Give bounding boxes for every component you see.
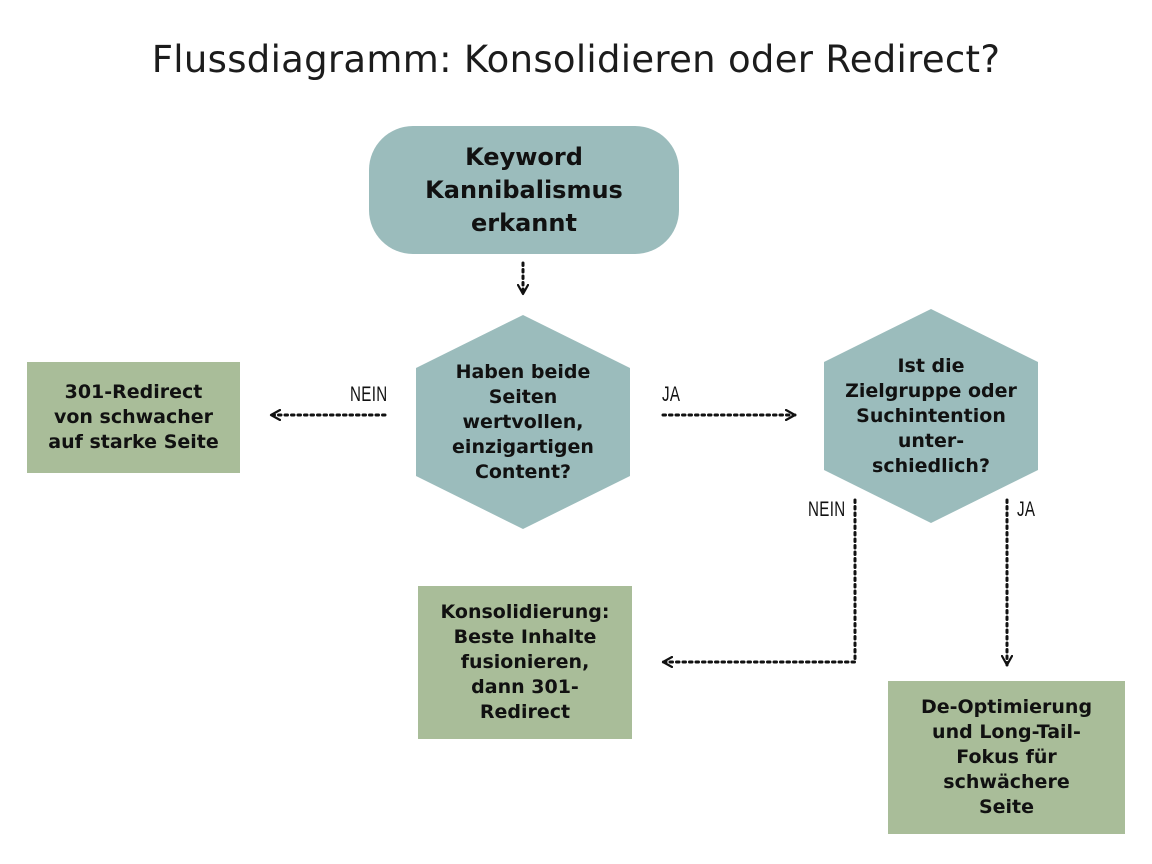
edge-label-audience-yes: JA xyxy=(1017,498,1036,521)
edge-audience-no xyxy=(661,498,857,662)
outcome-redirect-label: 301-Redirect von schwacher auf starke Se… xyxy=(48,381,219,453)
outcome-consolidate-shape xyxy=(418,586,632,739)
decision-audience-shape xyxy=(824,309,1038,523)
start-node-label: Keyword Kannibalismus erkannt xyxy=(425,142,623,237)
edge-label-content-no: NEIN xyxy=(350,383,388,406)
outcome-redirect-shape xyxy=(27,362,240,473)
diagram-title: Flussdiagramm: Konsolidieren oder Redire… xyxy=(151,38,1001,81)
decision-content-label: Haben beide Seiten wertvollen, einzigart… xyxy=(452,360,594,483)
edge-label-audience-no: NEIN xyxy=(808,498,846,521)
outcome-deoptimize-shape xyxy=(888,681,1125,834)
outcome-consolidate-label: Konsolidierung: Beste Inhalte fusioniere… xyxy=(440,601,610,723)
outcome-deoptimize-label: De-Optimierung und Long-Tail- Fokus für … xyxy=(920,696,1093,818)
decision-content-shape xyxy=(416,315,630,529)
decision-audience-label: Ist die Zielgruppe oder Suchintention un… xyxy=(845,354,1017,477)
start-node-shape xyxy=(369,126,679,254)
edge-label-content-yes: JA xyxy=(662,383,681,406)
